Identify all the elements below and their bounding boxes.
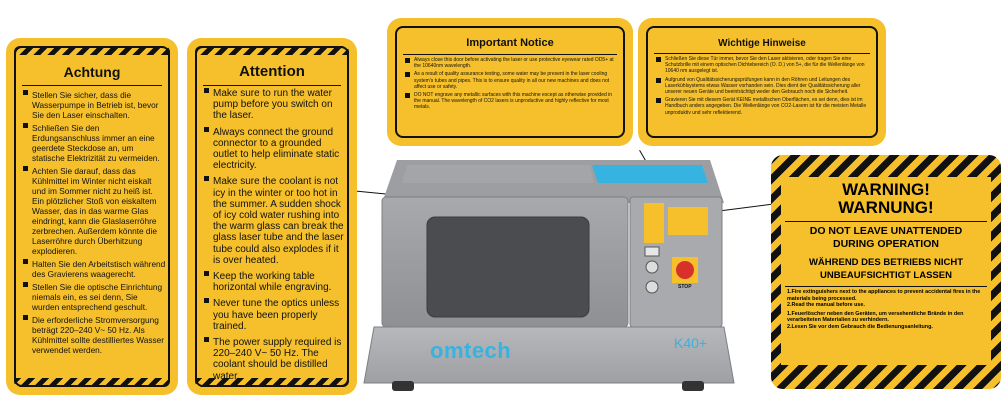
important-notice-title: Important Notice xyxy=(466,37,554,49)
list-item: Schließen Sie den Erdungsanschluss immer… xyxy=(23,123,166,163)
list-item: Never tune the optics unless you have be… xyxy=(204,298,345,332)
list-item: Always connect the ground connector to a… xyxy=(204,126,345,172)
list-item: Schließen Sie diese Tür immer, bevor Sie… xyxy=(656,56,870,75)
list-item: 2.Lesen Sie vor dem Gebrauch die Bedienu… xyxy=(787,323,933,330)
stop-label: STOP xyxy=(678,284,692,290)
wichtige-hinweise-list: Schließen Sie diese Tür immer, bevor Sie… xyxy=(656,56,870,118)
list-item: The power supply required is 220–240 V~ … xyxy=(204,337,345,382)
wichtige-hinweise-label: Wichtige Hinweise Schließen Sie diese Tü… xyxy=(638,18,886,146)
laser-engraver-machine: omtech K40+ STOP xyxy=(352,155,737,400)
list-item: Halten Sie den Arbeitstisch während des … xyxy=(23,259,166,279)
achtung-title: Achtung xyxy=(63,64,121,80)
list-item: 1.Fire extinguishers next to the applian… xyxy=(787,289,981,302)
list-item: Make sure to run the water pump before y… xyxy=(204,88,345,122)
achtung-label: Achtung Stellen Sie sicher, dass die Was… xyxy=(6,38,178,395)
warnung-title: WARNUNG! xyxy=(838,198,934,217)
warning-line-1: DO NOT LEAVE UNATTENDED xyxy=(809,225,963,237)
list-item: Die erforderliche Stromversorgung beträg… xyxy=(23,315,166,355)
brand-logo: omtech xyxy=(430,338,512,363)
important-notice-list: Always close this door before activating… xyxy=(405,57,617,113)
list-item: DO NOT engrave any metallic surfaces wit… xyxy=(405,92,617,111)
machine-illustration xyxy=(363,160,735,391)
warning-panel: WARNING! WARNUNG! DO NOT LEAVE UNATTENDE… xyxy=(781,177,991,365)
list-item: 1.Feuerlöscher neben den Geräten, um ver… xyxy=(787,310,964,324)
warning-label: WARNING! WARNUNG! DO NOT LEAVE UNATTENDE… xyxy=(771,155,1001,389)
attention-title: Attention xyxy=(239,63,305,80)
wichtige-hinweise-title: Wichtige Hinweise xyxy=(718,38,806,49)
achtung-list: Stellen Sie sicher, dass die Wasserpumpe… xyxy=(23,90,166,355)
warning-line-4: UNBEAUFSICHTIGT LASSEN xyxy=(820,270,952,281)
warning-line-3: WÄHREND DES BETRIEBS NICHT xyxy=(808,257,964,268)
list-item: Stellen Sie die optische Einrichtung nie… xyxy=(23,282,166,312)
model-label: K40+ xyxy=(674,335,708,351)
attention-list: Make sure to run the water pump before y… xyxy=(204,88,345,382)
list-item: Always close this door before activating… xyxy=(405,57,617,69)
warning-notes: 1.Fire extinguishers next to the applian… xyxy=(781,287,991,330)
warning-line-2: DURING OPERATION xyxy=(833,238,939,250)
list-item: Achten Sie darauf, dass das Kühlmittel i… xyxy=(23,166,166,256)
list-item: 2.Read the manual before use. xyxy=(787,302,865,308)
list-item: Keep the working table horizontal while … xyxy=(204,271,345,293)
list-item: Stellen Sie sicher, dass die Wasserpumpe… xyxy=(23,90,166,120)
list-item: Aufgrund von Qualitätssicherungsprüfunge… xyxy=(656,77,870,96)
attention-label: Attention Make sure to run the water pum… xyxy=(187,38,357,395)
list-item: Gravieren Sie mit diesem Gerät KEINE met… xyxy=(656,97,870,116)
important-notice-label: Important Notice Always close this door … xyxy=(387,18,633,146)
warning-title: WARNING! xyxy=(842,180,930,199)
list-item: As a result of quality assurance testing… xyxy=(405,71,617,90)
list-item: Make sure the coolant is not icy in the … xyxy=(204,176,345,266)
